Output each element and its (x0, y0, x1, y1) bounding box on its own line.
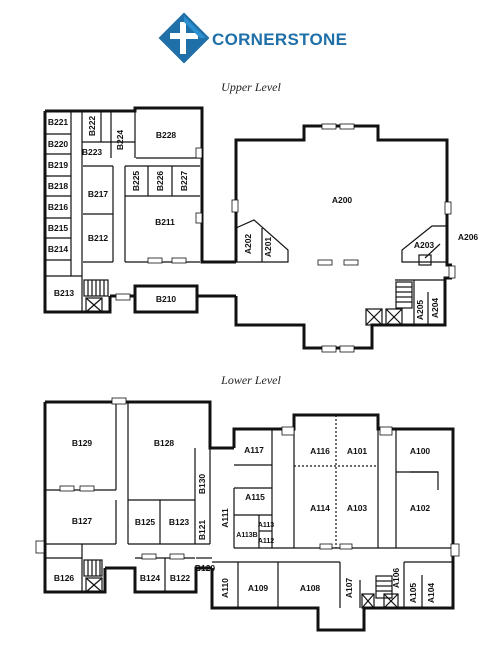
room-label-b226: B226 (155, 171, 165, 192)
door-icon (339, 543, 353, 550)
elevator-icon (365, 308, 403, 326)
door-icon (319, 543, 333, 550)
door-icon (79, 485, 95, 492)
room-label-b128: B128 (154, 438, 175, 448)
lower-level-title: Lower Level (220, 373, 281, 387)
room-label-a101: A101 (347, 446, 368, 456)
room-label-b212: B212 (88, 233, 109, 243)
room-label-b213: B213 (54, 288, 75, 298)
room-label-b217: B217 (88, 189, 109, 199)
door-icon (281, 426, 295, 436)
door-icon (35, 540, 45, 554)
room-label-a113b: A113B (236, 532, 257, 539)
room-label-b125: B125 (135, 517, 156, 527)
room-label-b126: B126 (54, 573, 75, 583)
room-label-b225: B225 (131, 171, 141, 192)
room-label-b127: B127 (72, 516, 93, 526)
door-icon (448, 265, 456, 279)
upper-level-title: Upper Level (221, 80, 281, 94)
room-label-b124: B124 (140, 573, 161, 583)
room-label-b220: B220 (48, 139, 69, 149)
door-icon (321, 123, 337, 130)
elevator-icon (361, 593, 399, 609)
room-label-a201: A201 (263, 237, 273, 258)
door-icon (115, 293, 131, 301)
room-label-a102: A102 (410, 503, 431, 513)
room-label-a108: A108 (300, 583, 321, 593)
door-icon (339, 345, 355, 353)
room-label-b224: B224 (115, 130, 125, 151)
room-label-b227: B227 (179, 171, 189, 192)
lower-level-plan (35, 397, 460, 632)
door-icon (317, 259, 333, 266)
room-label-a103: A103 (347, 503, 368, 513)
room-label-b222: B222 (87, 116, 97, 137)
stairs-icon (83, 279, 109, 297)
room-label-b223: B223 (82, 147, 103, 157)
room-label-b228: B228 (156, 130, 177, 140)
room-label-a115: A115 (245, 492, 265, 502)
upper-room-labels: B221 B222 B220 B219 B218 B216 B215 B214 … (48, 116, 479, 321)
room-label-a205: A205 (415, 300, 425, 321)
stairs-icon (395, 281, 413, 309)
door-icon (59, 485, 75, 492)
room-label-b122: B122 (170, 573, 191, 583)
room-label-b120: B120 (195, 563, 216, 573)
room-label-b210: B210 (156, 294, 177, 304)
room-label-a113: A113 (258, 522, 274, 529)
cornerstone-logo: CORNERSTONE (158, 12, 347, 64)
room-label-a116: A116 (310, 446, 330, 456)
room-label-a110: A110 (220, 578, 230, 598)
room-label-a200: A200 (332, 195, 353, 205)
door-icon (171, 257, 187, 264)
room-label-b130: B130 (197, 474, 207, 495)
door-icon (231, 199, 239, 213)
cross-logo-icon (158, 12, 210, 64)
door-icon (343, 259, 359, 266)
room-label-b216: B216 (48, 202, 69, 212)
room-label-a204: A204 (430, 298, 440, 319)
elevator-icon (85, 577, 103, 593)
door-icon (339, 123, 355, 130)
room-label-b211: B211 (155, 217, 175, 227)
stairs-icon (83, 559, 103, 577)
room-label-a106: A106 (391, 568, 401, 589)
elevator-icon (85, 297, 103, 313)
room-label-b219: B219 (48, 160, 69, 170)
room-label-a206: A206 (458, 232, 479, 242)
room-label-a100: A100 (410, 446, 431, 456)
door-icon (169, 553, 185, 560)
room-label-a104: A104 (426, 583, 436, 604)
room-label-a117: A117 (244, 445, 264, 455)
room-label-a111: A111 (220, 508, 230, 528)
room-label-b214: B214 (48, 244, 69, 254)
room-label-b121: B121 (197, 520, 207, 541)
door-icon (444, 201, 452, 215)
door-icon (321, 345, 337, 353)
door-icon (379, 426, 393, 436)
room-label-b123: B123 (169, 517, 190, 527)
room-label-a105: A105 (408, 583, 418, 604)
room-label-a112: A112 (258, 538, 274, 545)
door-icon (111, 397, 127, 405)
door-icon (450, 543, 460, 557)
door-icon (195, 212, 203, 224)
door-icon (147, 257, 163, 264)
room-label-a202: A202 (243, 234, 253, 255)
room-label-a109: A109 (248, 583, 269, 593)
room-label-a107: A107 (344, 578, 354, 599)
room-label-a203: A203 (414, 240, 435, 250)
room-label-b215: B215 (48, 223, 69, 233)
room-label-a114: A114 (310, 503, 330, 513)
lower-room-labels: B129 B128 B127 B125 B123 B130 B121 B126 … (54, 438, 436, 603)
upper-level-plan (43, 106, 456, 353)
room-label-b218: B218 (48, 181, 69, 191)
room-label-b129: B129 (72, 438, 93, 448)
room-label-b221: B221 (48, 117, 69, 127)
door-icon (195, 147, 203, 159)
door-icon (141, 553, 157, 560)
brand-name: CORNERSTONE (212, 30, 347, 49)
